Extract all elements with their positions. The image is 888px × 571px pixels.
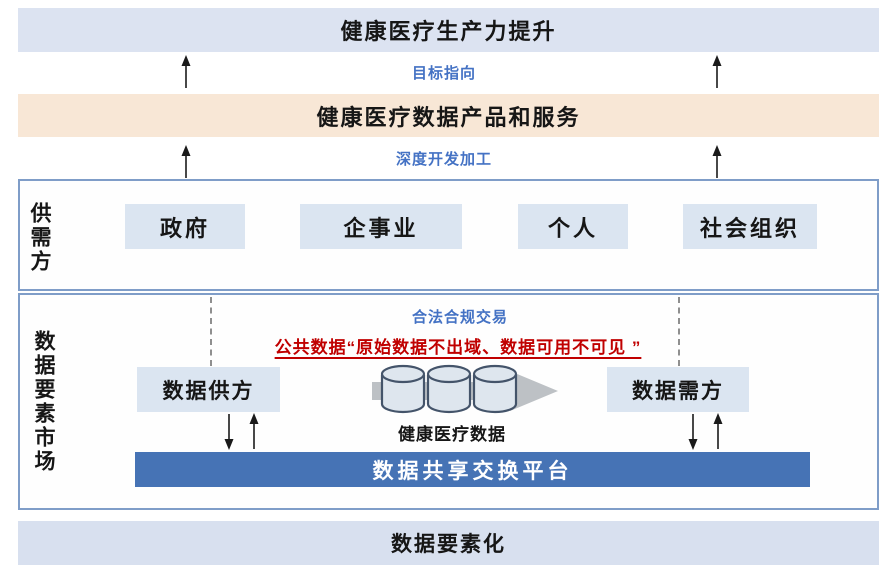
entity-social-org: 社会组织: [683, 204, 817, 249]
data-market-side-label: 数据要素市场: [32, 330, 55, 474]
exchange-platform-label: 数据共享交换平台: [372, 459, 573, 483]
data-demander-box: 数据需方: [607, 367, 749, 412]
data-elementization-label: 数据要素化: [391, 533, 506, 556]
entity-enterprise: 企事业: [300, 204, 462, 249]
up-arrow-icon: [249, 413, 259, 449]
goal-direction-label: 目标指向: [411, 65, 476, 82]
database-icon: [472, 364, 518, 414]
legal-trade-label: 合法合规交易: [411, 309, 508, 326]
down-arrow-icon: [224, 414, 234, 450]
products-services-bar-label: 健康医疗数据产品和服务: [316, 104, 581, 130]
products-services-bar: 健康医疗数据产品和服务: [18, 94, 879, 137]
up-arrow-icon: [181, 145, 191, 178]
database-icon: [426, 364, 472, 414]
health-data-label: 健康医疗数据: [398, 425, 506, 444]
dashed-connector-left: [210, 297, 212, 366]
productivity-bar: 健康医疗生产力提升: [18, 8, 879, 52]
data-elementization-bar: 数据要素化: [18, 521, 879, 565]
dashed-connector-right: [678, 297, 680, 366]
public-data-note: 公共数据“原始数据不出域、数据可用不可见 ”: [274, 338, 642, 357]
database-icon: [380, 364, 426, 414]
productivity-bar-label: 健康医疗生产力提升: [340, 19, 557, 44]
exchange-platform-bar: 数据共享交换平台: [135, 452, 810, 487]
up-arrow-icon: [712, 145, 722, 178]
entity-government: 政府: [125, 204, 245, 249]
up-arrow-icon: [181, 55, 191, 88]
database-flow-icon: [372, 364, 558, 414]
down-arrow-icon: [688, 414, 698, 450]
up-arrow-icon: [713, 413, 723, 449]
deep-processing-label: 深度开发加工: [395, 151, 492, 168]
up-arrow-icon: [712, 55, 722, 88]
entity-individual: 个人: [518, 204, 628, 249]
supply-demand-side-label: 供需方: [28, 202, 51, 274]
data-supplier-box: 数据供方: [137, 367, 280, 412]
